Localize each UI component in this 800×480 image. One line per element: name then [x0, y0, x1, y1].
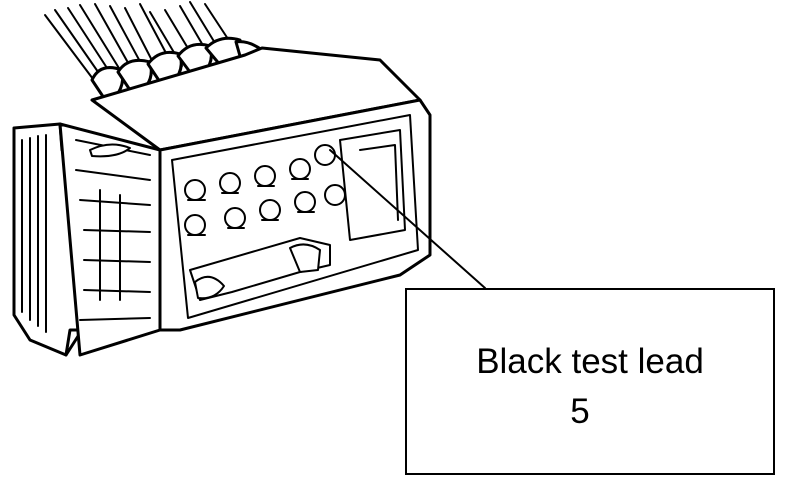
callout-box: Black test lead 5 [405, 288, 775, 475]
wire-bundle [44, 1, 231, 96]
callout-pin-number: 5 [570, 392, 590, 431]
leader-line [329, 149, 486, 289]
callout-label: Black test lead [476, 342, 704, 381]
connector-cavity [339, 129, 406, 241]
